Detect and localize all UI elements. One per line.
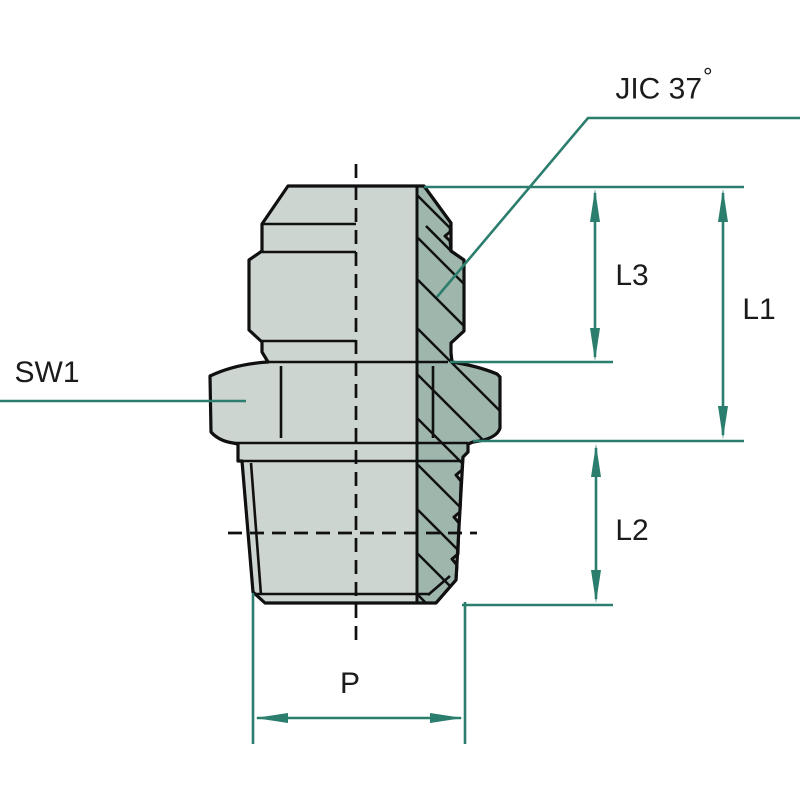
thread-flank-line	[425, 225, 452, 252]
npt-crest-line	[240, 460, 255, 593]
jic-thread-type-label: JIC 37°	[615, 63, 713, 106]
thread-section-fill	[417, 186, 500, 603]
dim-p-label: P	[339, 667, 361, 700]
l1-arrow-up	[718, 189, 728, 222]
l3-arrow-down	[590, 328, 600, 361]
l2-arrow-up	[591, 444, 601, 477]
p-arrow-left	[255, 713, 288, 723]
centerlines	[228, 164, 477, 641]
wrench-size-label: SW1	[14, 356, 80, 389]
jic-leader-line	[436, 116, 800, 298]
section-outline	[415, 184, 502, 605]
npt-root-line	[249, 462, 263, 596]
degree-symbol: °	[703, 63, 713, 91]
dimension-lines	[0, 116, 800, 744]
jic-thread-type-text: JIC 37	[615, 72, 703, 106]
l1-arrow-down	[718, 406, 728, 439]
p-arrow-right	[430, 713, 463, 723]
bottom-chamfer-right	[427, 575, 451, 596]
dim-l2-label: L2	[615, 514, 649, 547]
l2-arrow-down	[591, 570, 601, 603]
dim-l1-label: L1	[742, 293, 776, 326]
l3-arrow-up	[590, 189, 600, 222]
dim-l3-label: L3	[615, 259, 649, 292]
